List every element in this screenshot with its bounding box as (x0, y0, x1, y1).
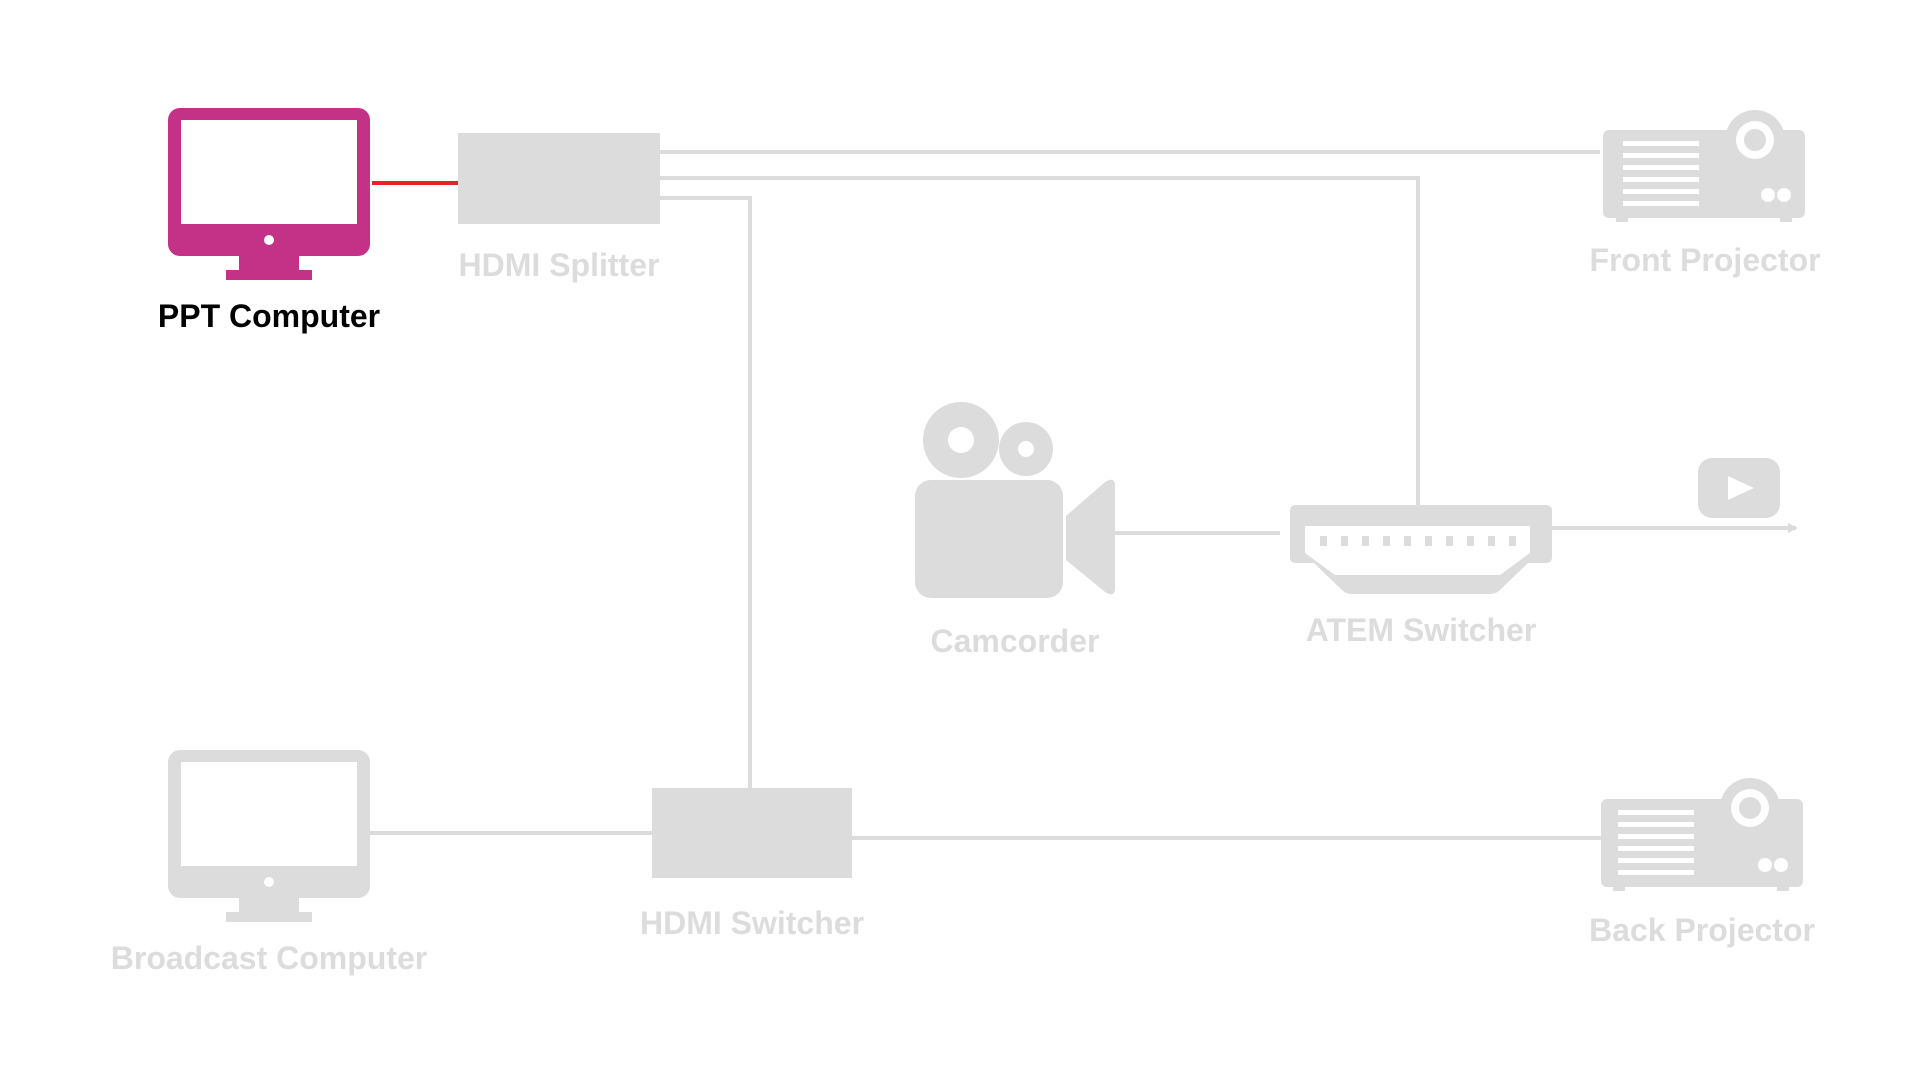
connections (370, 150, 1798, 840)
hdmi-splitter-box (458, 133, 660, 224)
wire-hdmi-splitter-to-atem-switcher (660, 176, 1420, 505)
atem-switcher-label: ATEM Switcher (1305, 612, 1537, 648)
back-projector-node[interactable] (1601, 778, 1803, 891)
monitor-icon (168, 108, 370, 280)
back-projector-label: Back Projector (1589, 912, 1815, 948)
hdmi-switcher-box (652, 788, 852, 878)
camcorder-node[interactable] (915, 402, 1115, 598)
broadcast-computer-label: Broadcast Computer (110, 940, 428, 976)
front-projector-node[interactable] (1603, 110, 1805, 222)
broadcast-computer-node[interactable] (168, 750, 370, 922)
hdmi-switcher-node[interactable] (652, 788, 852, 878)
hdmi-splitter-label: HDMI Splitter (458, 247, 660, 283)
projector-icon (1601, 778, 1803, 891)
ppt-computer-node[interactable] (168, 108, 370, 280)
hdmi-splitter-node[interactable] (458, 133, 660, 224)
monitor-icon (168, 750, 370, 922)
wire-hdmi-splitter-to-hdmi-switcher (660, 196, 752, 788)
atem-switcher-node[interactable] (1290, 505, 1552, 594)
projector-icon (1603, 110, 1805, 222)
video-camera-icon (915, 402, 1115, 598)
hdmi-port-icon (1290, 505, 1552, 594)
camcorder-label: Camcorder (930, 623, 1100, 659)
ppt-computer-label: PPT Computer (157, 298, 381, 334)
hdmi-switcher-label: HDMI Switcher (639, 905, 865, 941)
stream-output-node[interactable] (1698, 458, 1780, 518)
front-projector-label: Front Projector (1589, 242, 1821, 278)
youtube-play-icon (1698, 458, 1780, 518)
